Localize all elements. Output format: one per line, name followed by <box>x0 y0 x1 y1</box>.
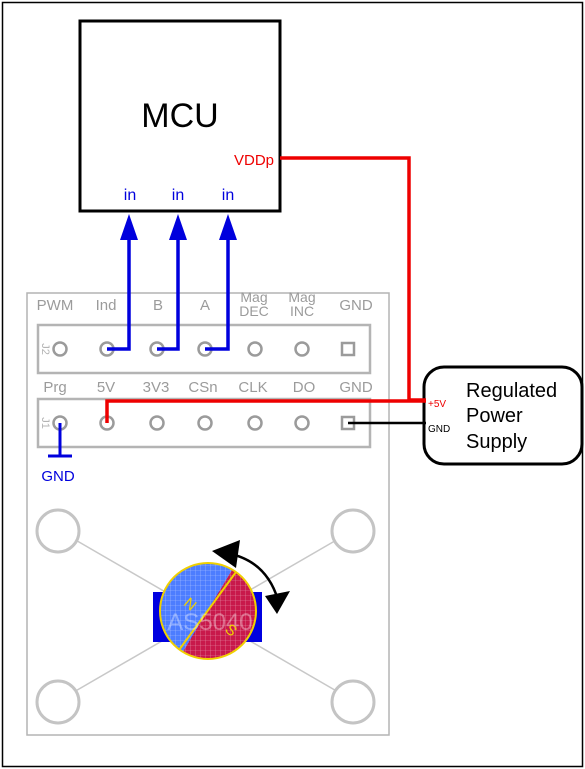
magnet-rim <box>159 562 257 660</box>
mcu-label: MCU <box>141 97 218 135</box>
signal-wire-a <box>205 236 230 351</box>
signal-arrowhead <box>219 214 237 240</box>
power-supply-label: Regulated <box>466 380 557 402</box>
rotation-arrow <box>212 540 290 614</box>
chip-label: AS5040 <box>167 609 252 636</box>
board-outline <box>26 292 390 736</box>
j2-pin-label: Mag <box>240 289 267 305</box>
pin-hole-square <box>340 341 356 357</box>
j1-pin-label: GND <box>339 379 373 396</box>
j1-pin-label: CLK <box>238 379 267 396</box>
signal-arrowhead <box>169 214 187 240</box>
sensor-board: PWM Ind B A Mag DEC Mag INC GND J2 Prg 5… <box>26 289 390 736</box>
signal-wires <box>107 236 230 351</box>
j2-pin-label: Mag <box>288 289 315 305</box>
rotation-arrowhead <box>212 540 240 568</box>
signal-arrowhead <box>120 214 138 240</box>
mcu-box <box>78 19 282 213</box>
mcu-input-pin-label: in <box>222 187 234 204</box>
mcu-block: MCU VDDp in in in <box>78 19 282 213</box>
gnd-label: GND <box>41 468 75 485</box>
j1-pin-label: Prg <box>43 379 66 396</box>
j2-pin-labels: PWM Ind B A Mag DEC Mag INC GND <box>37 289 373 319</box>
pin-hole <box>197 415 213 431</box>
j2-pin-label: INC <box>290 303 314 319</box>
mcu-input-pin-label: in <box>124 187 136 204</box>
power-supply-box <box>422 365 584 466</box>
signal-arrowheads <box>120 214 237 240</box>
j2-pin-label: PWM <box>37 297 74 314</box>
j2-pin-label: Ind <box>96 297 117 314</box>
pin-hole <box>247 415 263 431</box>
header-j2-name: J2 <box>39 343 51 355</box>
pin-hole <box>294 341 310 357</box>
j1-pin-label: 5V <box>97 379 115 396</box>
mounting-hole <box>330 679 376 725</box>
pin-hole <box>52 341 68 357</box>
j1-pin-labels: Prg 5V 3V3 CSn CLK DO GND <box>43 379 373 396</box>
signal-wire-b <box>157 236 180 351</box>
power-supply-gnd-pin: GND <box>428 424 450 435</box>
pin-hole <box>247 341 263 357</box>
pin-hole <box>149 415 165 431</box>
pin-hole <box>294 415 310 431</box>
header-j1-name: J1 <box>39 417 51 429</box>
mounting-hole <box>35 679 81 725</box>
power-supply-plus-pin: +5V <box>428 399 446 410</box>
mcu-vdd-pin-label: VDDp <box>234 152 274 169</box>
j2-pin-label: B <box>153 297 163 314</box>
gnd-symbol: GND <box>41 423 75 485</box>
mounting-hole <box>330 508 376 554</box>
rotation-arrowhead <box>265 591 290 614</box>
power-wires <box>105 156 426 423</box>
j2-pin-label: A <box>200 297 210 314</box>
j1-pin-label: DO <box>293 379 316 396</box>
supply-5v-wire <box>105 399 426 423</box>
power-supply-label: Supply <box>466 431 527 453</box>
j2-pin-label: DEC <box>239 303 269 319</box>
mounting-hole <box>35 508 81 554</box>
signal-wire-ind <box>107 236 131 351</box>
mcu-input-pin-label: in <box>172 187 184 204</box>
magnet-divider <box>178 571 237 651</box>
j2-pin-label: GND <box>339 297 373 314</box>
power-supply-label: Power <box>466 405 523 427</box>
power-supply: Regulated Power Supply +5V GND <box>422 365 584 466</box>
j1-pin-label: CSn <box>188 379 217 396</box>
j1-pin-label: 3V3 <box>143 379 170 396</box>
header-j2-body <box>36 323 372 375</box>
